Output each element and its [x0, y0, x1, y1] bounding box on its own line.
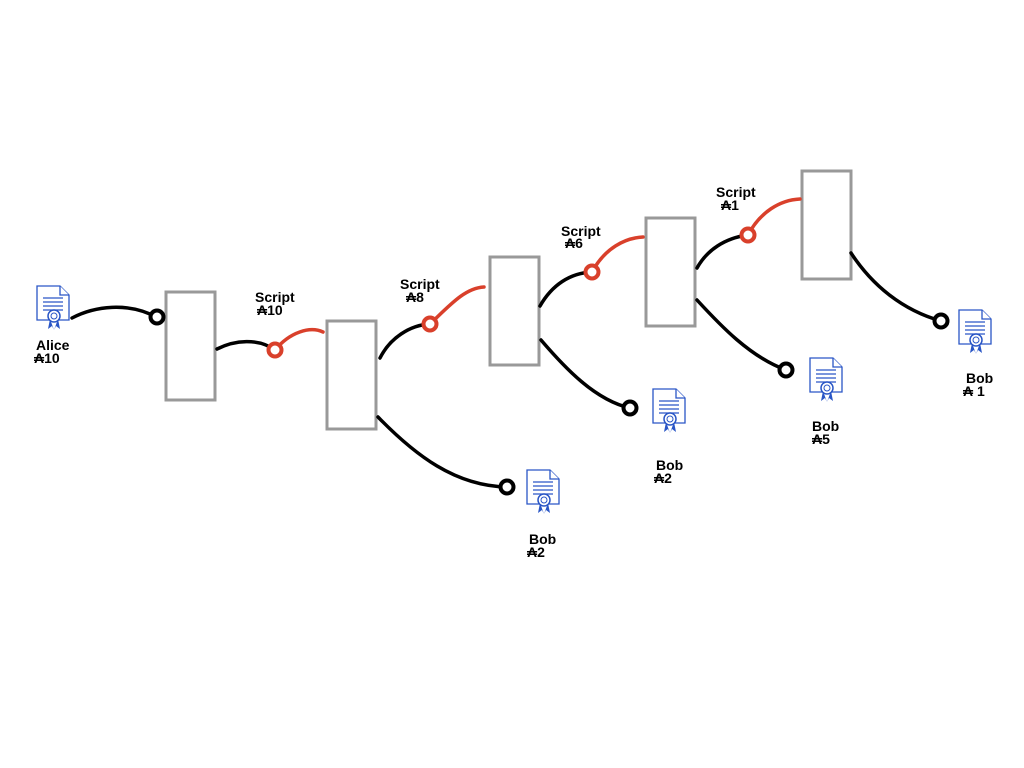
script-wire	[428, 285, 486, 326]
transaction-box	[800, 169, 853, 281]
output-node	[932, 312, 950, 330]
certificate-icon	[652, 388, 686, 434]
bob-name-label: Bob	[812, 418, 840, 434]
input-wire	[215, 339, 277, 352]
change-wire	[539, 338, 632, 410]
script-wire	[590, 235, 645, 274]
change-wire	[695, 298, 788, 372]
input-wire	[70, 305, 158, 320]
input-wire	[538, 270, 594, 308]
bob-name-label: Bob	[529, 531, 557, 547]
script-amount-label: ₳10	[257, 302, 283, 318]
bob-amount-label: ₳2	[654, 470, 672, 486]
transaction-box	[488, 255, 541, 367]
script-wire	[746, 197, 802, 237]
script-output-node	[421, 315, 439, 333]
transaction-box	[644, 216, 697, 328]
bob-name-label: Bob	[656, 457, 684, 473]
input-wire	[378, 322, 432, 360]
bob-name-label: Bob	[966, 370, 994, 386]
certificate-icon	[526, 469, 560, 515]
change-wire	[849, 251, 943, 323]
script-amount-label: ₳1	[721, 197, 739, 213]
script-output-node	[583, 263, 601, 281]
script-amount-label: ₳8	[406, 289, 424, 305]
alice-name-label: Alice	[36, 337, 70, 353]
script-name-label: Script	[400, 276, 440, 292]
script-amount-label: ₳6	[565, 235, 583, 251]
input-wire	[695, 233, 750, 270]
transaction-box	[164, 290, 217, 402]
bob-amount-label: ₳ 1	[963, 383, 985, 399]
script-output-node	[739, 226, 757, 244]
transaction-box	[325, 319, 378, 431]
script-name-label: Script	[255, 289, 295, 305]
bob-amount-label: ₳2	[527, 544, 545, 560]
output-node	[498, 478, 516, 496]
script-name-label: Script	[716, 184, 756, 200]
script-output-node	[266, 341, 284, 359]
script-name-label: Script	[561, 223, 601, 239]
bob-amount-label: ₳5	[812, 431, 830, 447]
certificate-icon	[36, 285, 70, 331]
output-node	[621, 399, 639, 417]
alice-amount-label: ₳10	[34, 350, 60, 366]
output-node	[777, 361, 795, 379]
change-wire	[376, 415, 509, 489]
certificate-icon	[809, 357, 843, 403]
certificate-icon	[958, 309, 992, 355]
output-node	[148, 308, 166, 326]
